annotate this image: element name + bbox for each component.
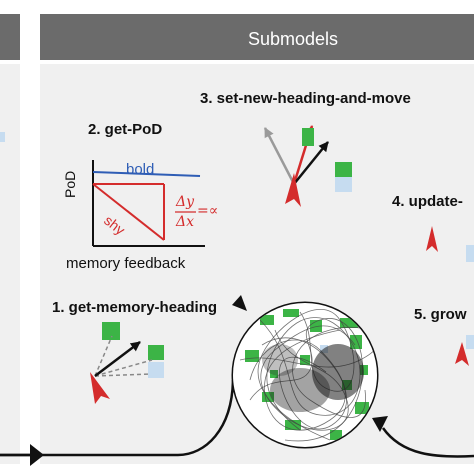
step-4-label: 4. update- xyxy=(392,193,463,210)
pod-x-label: memory feedback xyxy=(66,255,186,272)
header-title: Submodels xyxy=(248,29,339,49)
track-left xyxy=(0,379,235,457)
formula-dx: Δx xyxy=(176,214,195,230)
green-patch xyxy=(148,345,164,360)
left-panel-header xyxy=(0,14,20,60)
black-arrow xyxy=(293,141,329,185)
dense-tracks xyxy=(262,344,364,412)
landscape-map xyxy=(233,303,377,447)
formula-dy: Δy xyxy=(176,194,195,210)
dashed-line xyxy=(94,359,153,377)
update-figure xyxy=(426,226,474,262)
pod-plot xyxy=(92,160,205,247)
loop-arrowhead-top xyxy=(232,295,247,311)
track-arrowhead xyxy=(30,444,44,466)
memory-arrow xyxy=(94,341,141,377)
agent-icon xyxy=(90,372,110,404)
step-1-label: 1. get-memory-heading xyxy=(52,299,218,316)
shy-line xyxy=(92,183,165,241)
bold-label: bold xyxy=(126,161,155,178)
agent-icon xyxy=(285,173,301,207)
dashed-line xyxy=(94,373,151,377)
blue-patch xyxy=(148,362,164,378)
grow-figure xyxy=(455,335,474,366)
green-patch xyxy=(102,322,120,340)
step-2-label: 2. get-PoD xyxy=(88,121,163,138)
step-3-label: 3. set-new-heading-and-move xyxy=(200,90,411,107)
blue-patch xyxy=(466,335,474,349)
formula-rhs: =∝ xyxy=(197,203,219,219)
pod-y-label: PoD xyxy=(62,170,78,198)
agent-icon xyxy=(455,342,469,366)
left-panel xyxy=(0,64,20,464)
dashed-line xyxy=(94,335,113,377)
left-patch xyxy=(0,132,5,142)
bold-line xyxy=(92,171,201,177)
blue-patch xyxy=(335,177,352,192)
step-5-label: 5. grow xyxy=(414,306,467,323)
heading-move-figure xyxy=(263,125,352,207)
blue-patch xyxy=(466,245,474,262)
loop-arrowhead-bottom xyxy=(372,416,388,432)
memory-heading-figure xyxy=(90,322,164,404)
small-green-patch xyxy=(302,128,314,146)
green-patch xyxy=(335,162,352,177)
track-right xyxy=(381,427,474,458)
header-bar xyxy=(40,14,474,60)
grey-arrow xyxy=(263,127,296,185)
agent-icon xyxy=(426,226,438,252)
